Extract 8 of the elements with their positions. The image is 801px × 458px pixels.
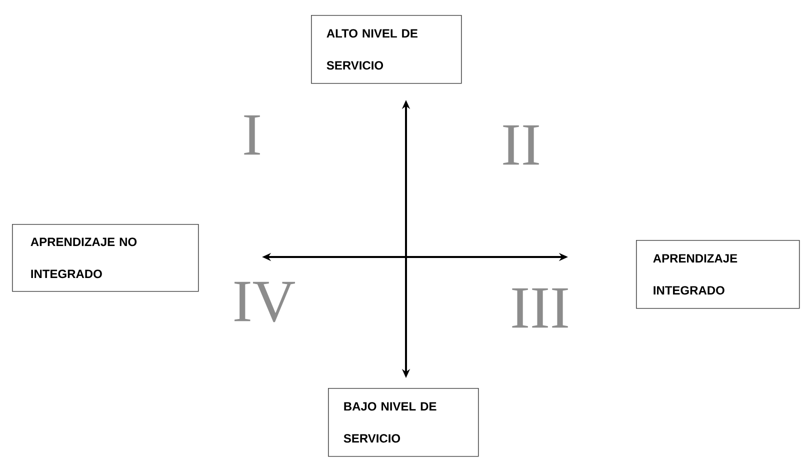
quadrant-numeral: I	[244, 115, 260, 155]
label-box: ALTO NIVEL DE SERVICIO	[311, 15, 462, 84]
quadrant-numeral: III	[512, 288, 568, 328]
label-box: BAJO NIVEL DE SERVICIO	[328, 388, 479, 457]
label-box: APRENDIZAJE NO INTEGRADO	[12, 224, 199, 292]
quadrant-numeral: IV	[234, 282, 295, 322]
label-box: APRENDIZAJE INTEGRADO	[636, 240, 800, 309]
quadrant-numeral: II	[503, 125, 539, 165]
